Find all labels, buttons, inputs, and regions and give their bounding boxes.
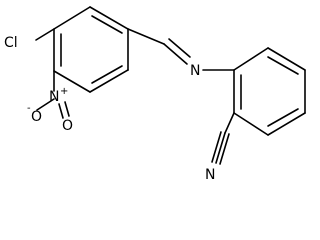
bond-triple-a <box>215 132 226 164</box>
bond-nitro-o-double-a <box>58 103 64 119</box>
atom-nitrile-nitrogen: N <box>205 167 215 183</box>
bond-ring-left-1 <box>89 6 129 30</box>
bond-ring-left-4 <box>53 70 91 93</box>
bond-ring-right-1 <box>233 47 269 71</box>
atom-nitro-oxygen-double: O <box>62 118 73 134</box>
bond-ring-right-5 <box>233 112 269 136</box>
bond-ring-right-2 <box>267 47 306 71</box>
bond-ring-right-2-inner <box>267 56 299 75</box>
bond-ring-left-6 <box>53 6 91 30</box>
bond-ring-cn <box>224 112 235 134</box>
bond-ring-left-3 <box>89 69 129 93</box>
molecule-diagram: Cl N + - O O N N <box>4 6 306 183</box>
bond-triple-b <box>219 133 230 165</box>
atom-nitro-nitrogen: N <box>49 89 59 105</box>
bond-ring-right-4-inner <box>267 108 299 127</box>
left-benzene-ring <box>53 6 129 93</box>
atom-imine-nitrogen: N <box>190 63 200 79</box>
bond-triple-c <box>211 131 222 163</box>
charge-oxygen-minus: - <box>27 103 31 114</box>
bond-nitro-o-double-b <box>64 101 70 117</box>
bond-nitro-o-single <box>36 98 55 111</box>
bond-ring-left-1-inner <box>91 15 123 34</box>
bond-c-cl <box>35 28 55 41</box>
atom-nitro-oxygen-single: O <box>31 109 42 125</box>
bond-ch-n-1 <box>163 43 188 65</box>
bond-ring-ch <box>127 28 165 45</box>
structure-canvas: Cl N + - O O N N <box>4 6 306 183</box>
bond-ring-right-4 <box>267 112 306 136</box>
right-benzene-ring <box>233 47 306 136</box>
atom-chlorine: Cl <box>4 35 18 51</box>
bond-ring-left-3-inner <box>91 65 123 84</box>
charge-nitro-plus: + <box>60 86 68 97</box>
bond-ch-n-2 <box>168 38 191 58</box>
